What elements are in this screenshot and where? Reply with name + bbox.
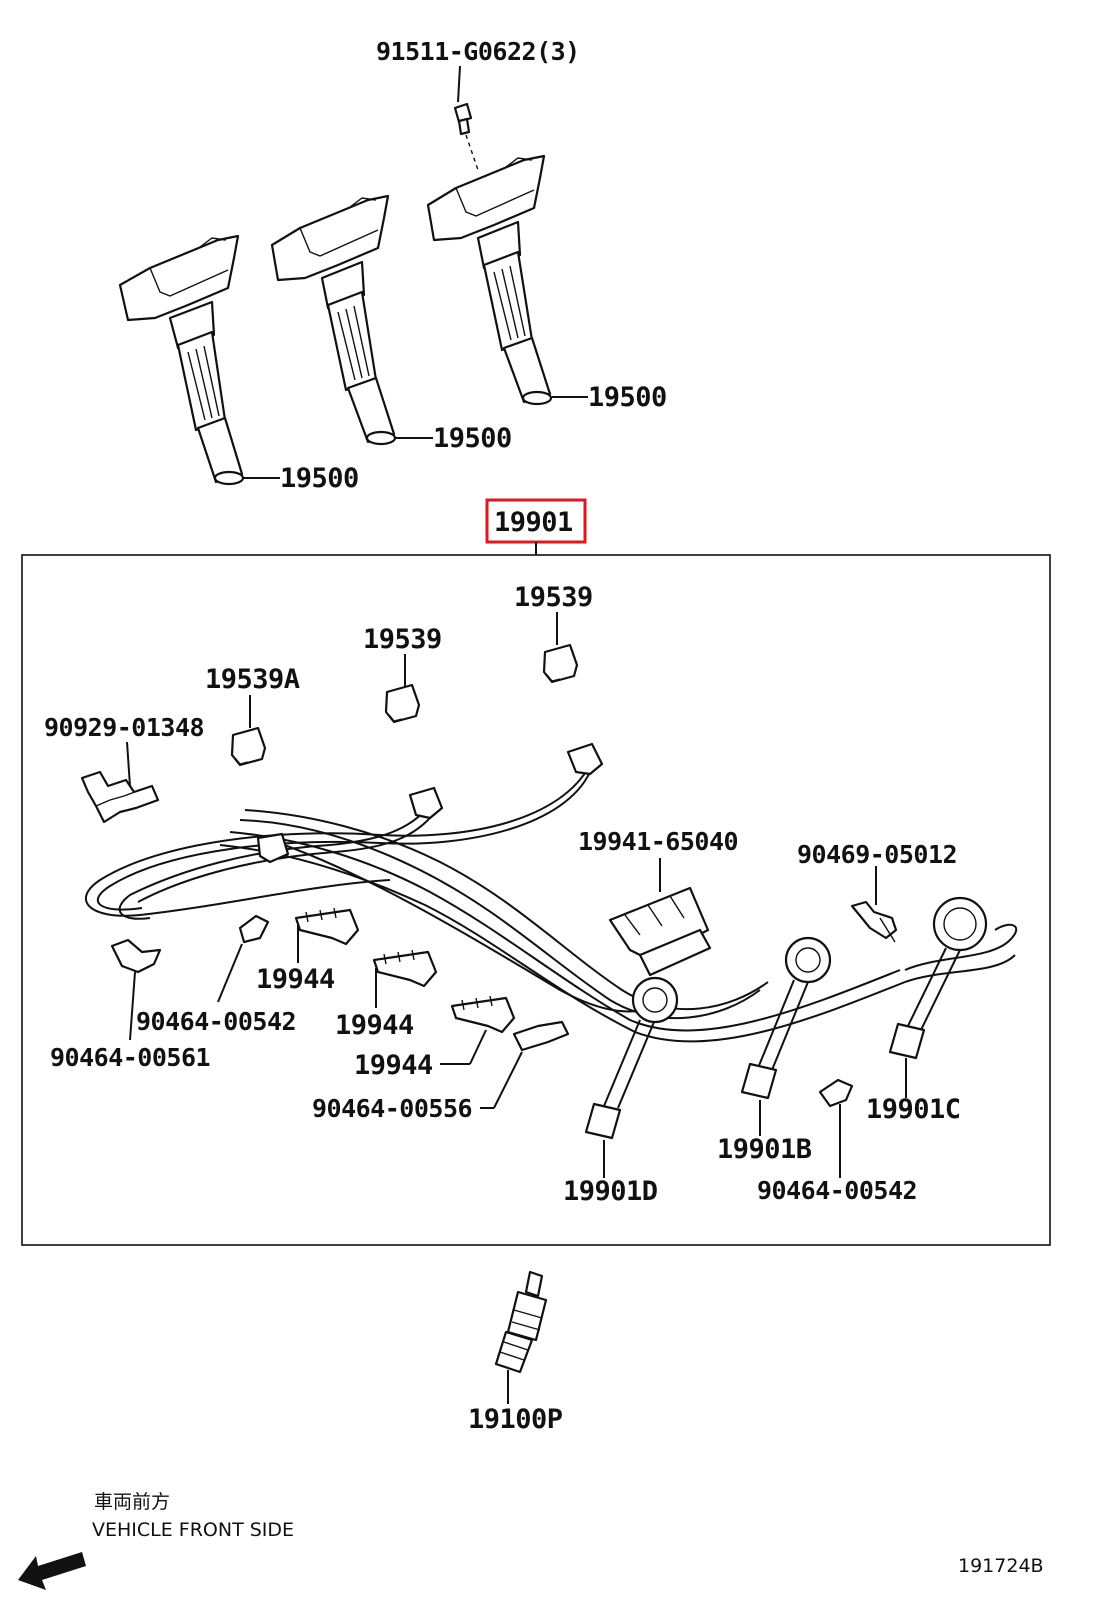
direction-label-jp: 車両前方 [94,1491,170,1513]
label-clamp-05012: 90469-05012 [797,840,957,869]
front-direction-arrow-icon [18,1552,86,1590]
label-clip-b: 19944 [335,1010,414,1041]
label-cord-c: 19901C [866,1094,961,1125]
label-coil-2: 19500 [433,423,512,454]
direction-label-en: VEHICLE FRONT SIDE [92,1519,294,1541]
cord-boot-top-right [566,742,604,776]
label-spark-plug: 19100P [468,1404,563,1435]
label-cap-1: 19539 [514,582,593,613]
illustration-code: 191724B [958,1555,1044,1577]
label-clip-c: 19944 [354,1050,433,1081]
ignition-coil-2 [270,194,397,446]
cord-19901c [888,896,988,1060]
cap-19539-right [542,643,579,684]
cord-19901b [740,936,832,1100]
label-clamp-00561: 90464-00561 [50,1043,210,1072]
label-cord-b: 19901B [717,1134,812,1165]
ignition-coil-1 [118,234,245,486]
bolt-part [453,102,479,171]
clip-19944-c [450,995,516,1034]
clip-19944-b [372,949,438,988]
cord-boot-left [256,832,290,864]
spark-plug [494,1270,548,1374]
label-coil-3: 19500 [588,382,667,413]
label-cap-a: 19539A [205,664,300,695]
clamp-90469-05012 [850,900,898,943]
clamp-90464-00556 [512,1020,570,1052]
label-cord-d: 19901D [563,1176,658,1207]
label-holder: 19941-65040 [578,827,738,856]
cap-19539-mid [384,683,421,724]
clamp-90464-00542-right [818,1078,854,1108]
label-clamp-00556: 90464-00556 [312,1094,472,1123]
label-coil-1: 19500 [280,463,359,494]
label-clamp-1348: 90929-01348 [44,713,204,742]
label-bolt: 91511-G0622(3) [376,37,580,66]
cap-19539a [230,726,267,767]
clamp-90464-00542-left [238,914,270,944]
cord-19901d [584,976,679,1140]
clamp-90464-00561 [110,938,162,974]
clip-19944-a [294,907,360,946]
cord-set-frame [21,554,1051,1246]
cord-boot-top-mid [408,786,444,820]
clamp-90929-01348 [80,770,160,824]
label-cord-set[interactable]: 19901 [494,507,573,538]
label-clip-a: 19944 [256,964,335,995]
label-cap-2: 19539 [363,624,442,655]
holder-19941-65040 [608,886,712,977]
spark-plug-cords [85,764,1018,1043]
ignition-coil-3 [426,154,553,406]
label-clamp-00542-right: 90464-00542 [757,1176,917,1205]
label-clamp-00542-left: 90464-00542 [136,1007,296,1036]
